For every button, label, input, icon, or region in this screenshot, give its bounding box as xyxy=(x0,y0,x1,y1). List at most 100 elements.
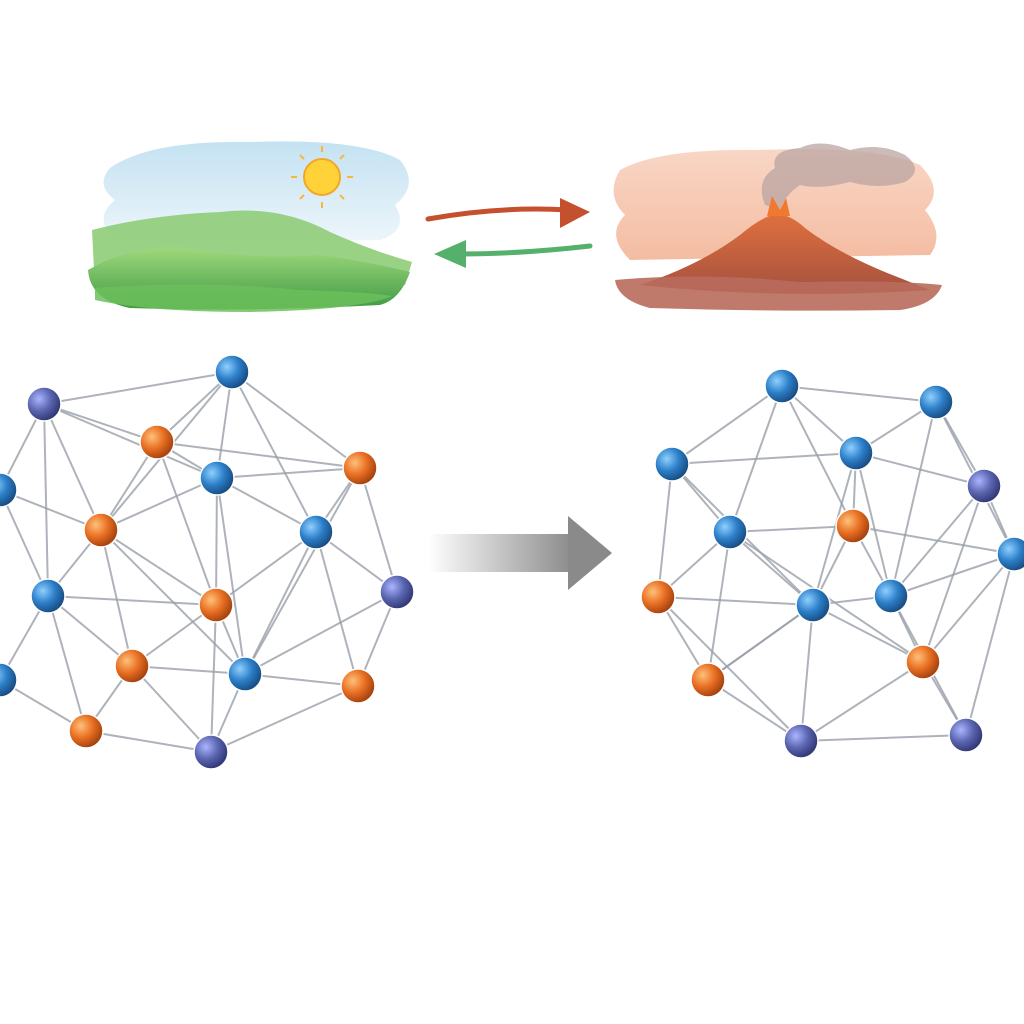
network-edge xyxy=(890,401,937,597)
network-edge xyxy=(216,467,361,479)
network-edge xyxy=(244,591,398,675)
network-edge xyxy=(100,477,218,531)
network-node-purple xyxy=(379,574,415,610)
network-edge xyxy=(215,477,218,606)
network-edge xyxy=(812,452,857,606)
network-edge xyxy=(852,525,1015,555)
network-node-blue xyxy=(227,656,263,692)
network-node-purple xyxy=(783,723,819,759)
network-node-orange xyxy=(139,424,175,460)
network-edge xyxy=(216,371,233,479)
network-node-blue xyxy=(918,384,954,420)
network-edge xyxy=(800,734,967,742)
network-edge xyxy=(657,463,673,598)
network-edge xyxy=(671,385,783,465)
network-edge xyxy=(800,661,924,742)
network-edge xyxy=(922,553,1015,663)
network-edge xyxy=(855,452,892,597)
volcano-cone xyxy=(640,214,930,294)
network-edge xyxy=(43,403,218,479)
network-node-purple xyxy=(26,386,62,422)
forward-arrow-icon xyxy=(425,198,590,228)
network-node-orange xyxy=(83,512,119,548)
network-node-orange xyxy=(835,508,871,544)
network-edge xyxy=(131,665,212,753)
network-node-blue xyxy=(838,435,874,471)
network-node-blue xyxy=(0,472,18,508)
network-edge xyxy=(812,604,924,663)
network-node-blue xyxy=(712,514,748,550)
network-edge xyxy=(85,730,212,753)
network-node-orange xyxy=(340,668,376,704)
smoke-plume xyxy=(761,143,915,210)
network-node-blue xyxy=(764,368,800,404)
network-edge xyxy=(216,477,246,675)
network-nodes xyxy=(0,354,415,770)
network-edge xyxy=(156,441,217,606)
network-node-orange xyxy=(198,587,234,623)
network-edge xyxy=(47,595,133,667)
network-edge xyxy=(707,531,731,681)
network-node-purple xyxy=(948,717,984,753)
network-node-purple xyxy=(193,734,229,770)
network-node-orange xyxy=(68,713,104,749)
network-edge xyxy=(100,529,217,606)
network-edge xyxy=(244,467,361,675)
network-edge xyxy=(156,441,361,469)
back-arrow-icon xyxy=(434,240,593,268)
network-edge xyxy=(0,489,49,597)
network-node-orange xyxy=(690,662,726,698)
network-node-blue xyxy=(298,514,334,550)
network-edge xyxy=(231,371,317,533)
network-node-blue xyxy=(873,578,909,614)
network-node-blue xyxy=(654,446,690,482)
network-edge xyxy=(729,525,854,533)
calm-field xyxy=(95,284,392,312)
network-edge xyxy=(671,452,857,465)
network-edge xyxy=(244,673,359,687)
network-node-orange xyxy=(114,648,150,684)
network-edge xyxy=(231,371,361,469)
volcanic-landscape-illustration xyxy=(613,143,942,311)
network-edge xyxy=(890,553,1015,597)
network-edges xyxy=(0,371,398,753)
network-edge xyxy=(43,403,102,531)
network-after xyxy=(640,368,1024,759)
volcanic-ground xyxy=(615,276,942,311)
network-edge xyxy=(657,596,814,606)
network-node-blue xyxy=(30,578,66,614)
network-edge xyxy=(43,403,158,443)
network-before xyxy=(0,354,415,770)
network-edge xyxy=(359,467,398,593)
network-edge xyxy=(729,531,814,606)
network-node-orange xyxy=(905,644,941,680)
network-node-orange xyxy=(640,579,676,615)
network-edge xyxy=(0,489,102,531)
network-node-blue xyxy=(996,536,1024,572)
network-node-purple xyxy=(966,468,1002,504)
network-nodes xyxy=(640,368,1024,759)
network-edge xyxy=(131,665,246,675)
transition-arrow-icon xyxy=(428,516,612,590)
network-node-blue xyxy=(795,587,831,623)
network-edge xyxy=(216,477,317,533)
network-edge xyxy=(244,531,317,675)
network-edge xyxy=(47,595,217,606)
network-edge xyxy=(657,596,802,742)
network-edge xyxy=(100,529,133,667)
network-edge xyxy=(855,452,985,487)
network-edge xyxy=(800,604,814,742)
lava-vent xyxy=(767,196,790,216)
network-edge xyxy=(43,371,233,405)
sun-icon xyxy=(291,146,353,208)
network-edge xyxy=(707,604,814,681)
network-edge xyxy=(210,685,359,753)
calm-landscape-illustration xyxy=(88,141,412,312)
network-edge xyxy=(781,385,937,403)
network-edge xyxy=(315,531,359,687)
network-node-blue xyxy=(0,662,18,698)
network-edge xyxy=(965,553,1015,736)
network-edge xyxy=(215,531,317,606)
network-node-blue xyxy=(214,354,250,390)
